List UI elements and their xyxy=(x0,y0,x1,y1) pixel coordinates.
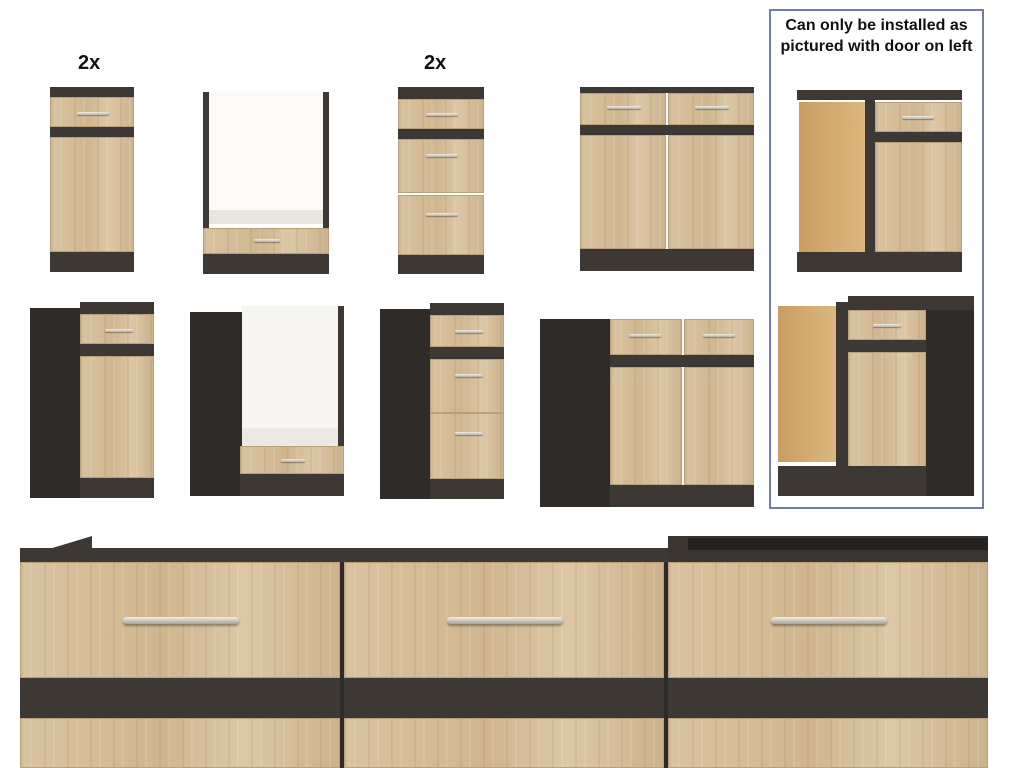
corner-cabinet-perspective xyxy=(778,296,974,496)
cabinet-three-drawers-perspective xyxy=(380,303,504,499)
drawer-closeup-panel xyxy=(20,536,988,768)
closeup-drawer-left xyxy=(20,562,340,678)
sink-cabinet-front xyxy=(580,87,754,271)
cabinet-drawer-door-front xyxy=(50,87,134,272)
quantity-label-three-drawer: 2x xyxy=(424,52,447,74)
closeup-drawer-right xyxy=(668,562,988,678)
sink-cabinet-perspective xyxy=(540,313,754,507)
oven-cabinet-front xyxy=(203,92,329,274)
corner-cabinet-notice-frame: Can only be installed as pictured with d… xyxy=(769,9,984,509)
closeup-drawer-middle xyxy=(344,562,664,678)
installation-notice: Can only be installed as pictured with d… xyxy=(780,17,973,55)
corner-cabinet-front xyxy=(797,90,962,272)
cabinet-drawer-door-perspective xyxy=(30,302,154,498)
quantity-label-single-drawer: 2x xyxy=(78,52,101,74)
oven-cabinet-perspective xyxy=(190,306,344,496)
cabinet-three-drawers-front xyxy=(398,87,484,274)
